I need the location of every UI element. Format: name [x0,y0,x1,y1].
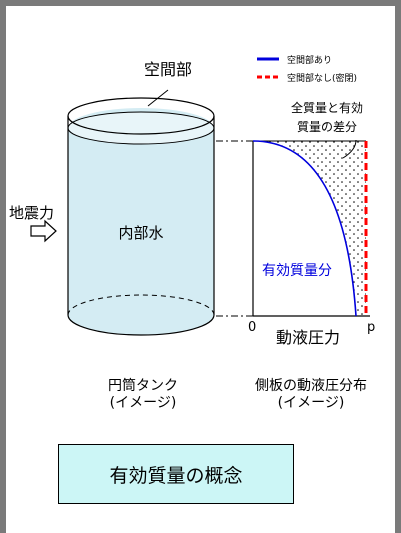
distribution-caption: 側板の動液圧分布 (イメージ) [236,378,386,412]
space-label: 空間部 [144,60,192,79]
seismic-force-arrow-icon [30,219,57,243]
water-body [68,108,214,335]
tank-caption: 円筒タンク (イメージ) [68,378,218,412]
legend: 空間部あり 空間部なし(密閉) [257,54,357,84]
effective-mass-label: 有効質量分 [262,263,332,279]
tank-bottom-front [67,314,215,336]
distribution-caption-line2: (イメージ) [277,395,345,411]
seismic-force-label: 地震力 [9,204,54,222]
axis-label: 動液圧力 [276,328,340,347]
water-surface [67,111,215,145]
effective-mass-curve [252,140,357,317]
difference-label-line2: 質量の差分 [297,119,357,134]
tank-bottom-back [67,294,215,316]
difference-leader-line [342,139,357,159]
cylinder-tank [67,89,215,336]
tank-caption-line1: 円筒タンク [108,378,178,394]
space-leader-line [147,89,169,107]
legend-with-space: 空間部あり [287,54,332,66]
internal-water-label: 内部水 [118,224,163,242]
distribution-caption-line1: 側板の動液圧分布 [255,378,367,394]
legend-without-space: 空間部なし(密閉) [287,72,357,84]
tank-caption-line2: (イメージ) [109,395,177,411]
difference-label-line1: 全質量と有効 [291,100,363,115]
figure-title: 有効質量の概念 [58,444,294,504]
pressure-chart [252,139,370,317]
axis-end-label: p [367,320,375,335]
axis-origin-label: 0 [248,320,256,335]
difference-region [253,141,366,316]
